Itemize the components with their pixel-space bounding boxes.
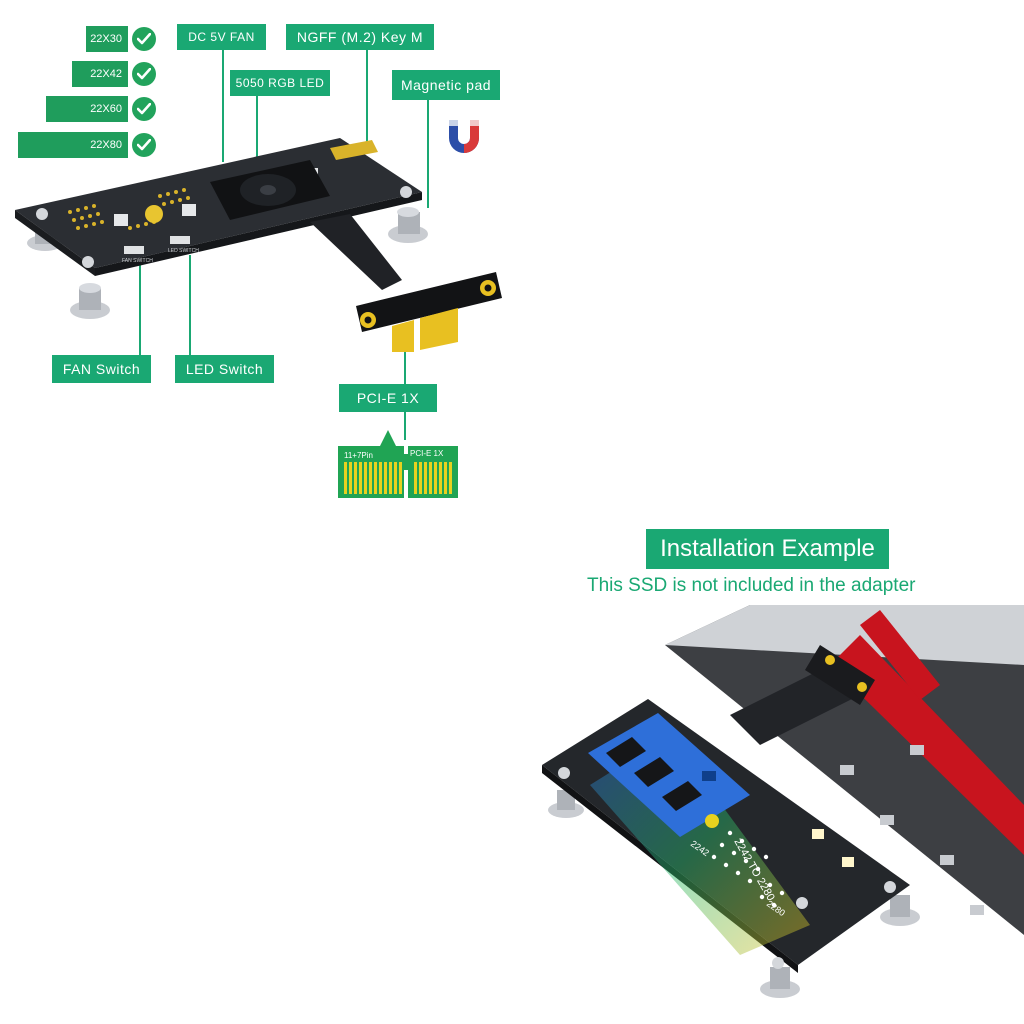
- leader-line: [139, 265, 141, 355]
- buzzer: [145, 205, 163, 223]
- standoff: [760, 967, 800, 998]
- led-switch-part: [170, 236, 190, 244]
- fan-callout-label: DC 5V FAN: [188, 30, 255, 44]
- size-strip-22x80: 22X80: [18, 132, 128, 158]
- leader-line: [366, 50, 368, 150]
- pin-label-left: 11+7Pin: [344, 451, 373, 460]
- standoff: [388, 207, 428, 243]
- magnetic-pad-callout: Magnetic pad: [392, 70, 500, 100]
- installation-title-label: Installation Example: [660, 535, 875, 562]
- leader-line: [222, 50, 224, 162]
- standoff: [70, 283, 110, 319]
- fan-switch-part: [124, 246, 144, 254]
- board-dots: [711, 830, 785, 908]
- rgb-led: [812, 829, 824, 839]
- size-label: 22X60: [90, 103, 122, 115]
- size-strip-22x42: 22X42: [72, 61, 128, 87]
- checkmark-icon: [132, 27, 156, 51]
- checkmark-icon: [132, 133, 156, 157]
- fan-switch-callout-label: FAN Switch: [62, 361, 141, 377]
- screw: [558, 767, 570, 779]
- magnet-icon: [449, 120, 479, 153]
- screw: [884, 881, 896, 893]
- buzzer: [705, 814, 719, 828]
- screw: [400, 186, 412, 198]
- rgb-led-callout: 5050 RGB LED: [230, 70, 330, 96]
- rgb-led-callout-label: 5050 RGB LED: [235, 76, 325, 90]
- pcie-pin-diagram: 11+7Pin PCI-E 1X: [338, 430, 458, 498]
- size-label: 22X80: [90, 139, 122, 151]
- installation-subtitle: This SSD is not included in the adapter: [587, 575, 916, 596]
- gold-fingers: [392, 320, 414, 352]
- leader-line: [404, 352, 406, 384]
- screw: [796, 897, 808, 909]
- led-switch-callout-label: LED Switch: [185, 361, 264, 377]
- leader-line: [404, 412, 406, 440]
- led-switch-callout: LED Switch: [175, 355, 274, 383]
- size-strip-22x60: 22X60: [46, 96, 128, 122]
- adapter-board-illustration: FAN SWITCH LED SWITCH: [15, 138, 502, 352]
- checkmark-icon: [132, 62, 156, 86]
- installation-photo: 2242 2242 TO 2280 2280: [530, 605, 1024, 1024]
- ngff-callout-label: NGFF (M.2) Key M: [296, 29, 424, 45]
- leader-line: [427, 100, 429, 208]
- pin-label-right: PCI-E 1X: [410, 449, 444, 458]
- solder-pads: [68, 188, 190, 230]
- leader-line: [256, 96, 258, 162]
- rgb-led: [114, 214, 128, 226]
- installation-title: Installation Example: [646, 529, 889, 569]
- ngff-callout: NGFF (M.2) Key M: [286, 24, 434, 50]
- screw: [36, 208, 48, 220]
- pcie-callout: PCI-E 1X: [339, 384, 437, 412]
- m2-connector: [330, 140, 378, 160]
- screw: [772, 957, 784, 969]
- fan-callout: DC 5V FAN: [177, 24, 266, 50]
- size-strip-22x30: 22X30: [86, 26, 128, 52]
- pcie-callout-label: PCI-E 1X: [356, 390, 420, 406]
- checkmark-icon: [132, 97, 156, 121]
- led-switch-silk: LED SWITCH: [168, 248, 199, 254]
- rgb-led: [842, 857, 854, 867]
- standoff: [880, 895, 920, 926]
- pcb-board: [15, 138, 422, 268]
- fan-switch-callout: FAN Switch: [52, 355, 151, 383]
- screw: [82, 256, 94, 268]
- rgb-led: [182, 204, 196, 216]
- magnetic-pad-callout-label: Magnetic pad: [400, 77, 492, 93]
- fan-switch-silk: FAN SWITCH: [122, 258, 153, 264]
- pcie-riser: [356, 272, 502, 332]
- size-label: 22X42: [90, 68, 122, 80]
- ribbon-cable: [310, 214, 402, 290]
- leader-line: [189, 255, 191, 355]
- size-label: 22X30: [90, 33, 122, 45]
